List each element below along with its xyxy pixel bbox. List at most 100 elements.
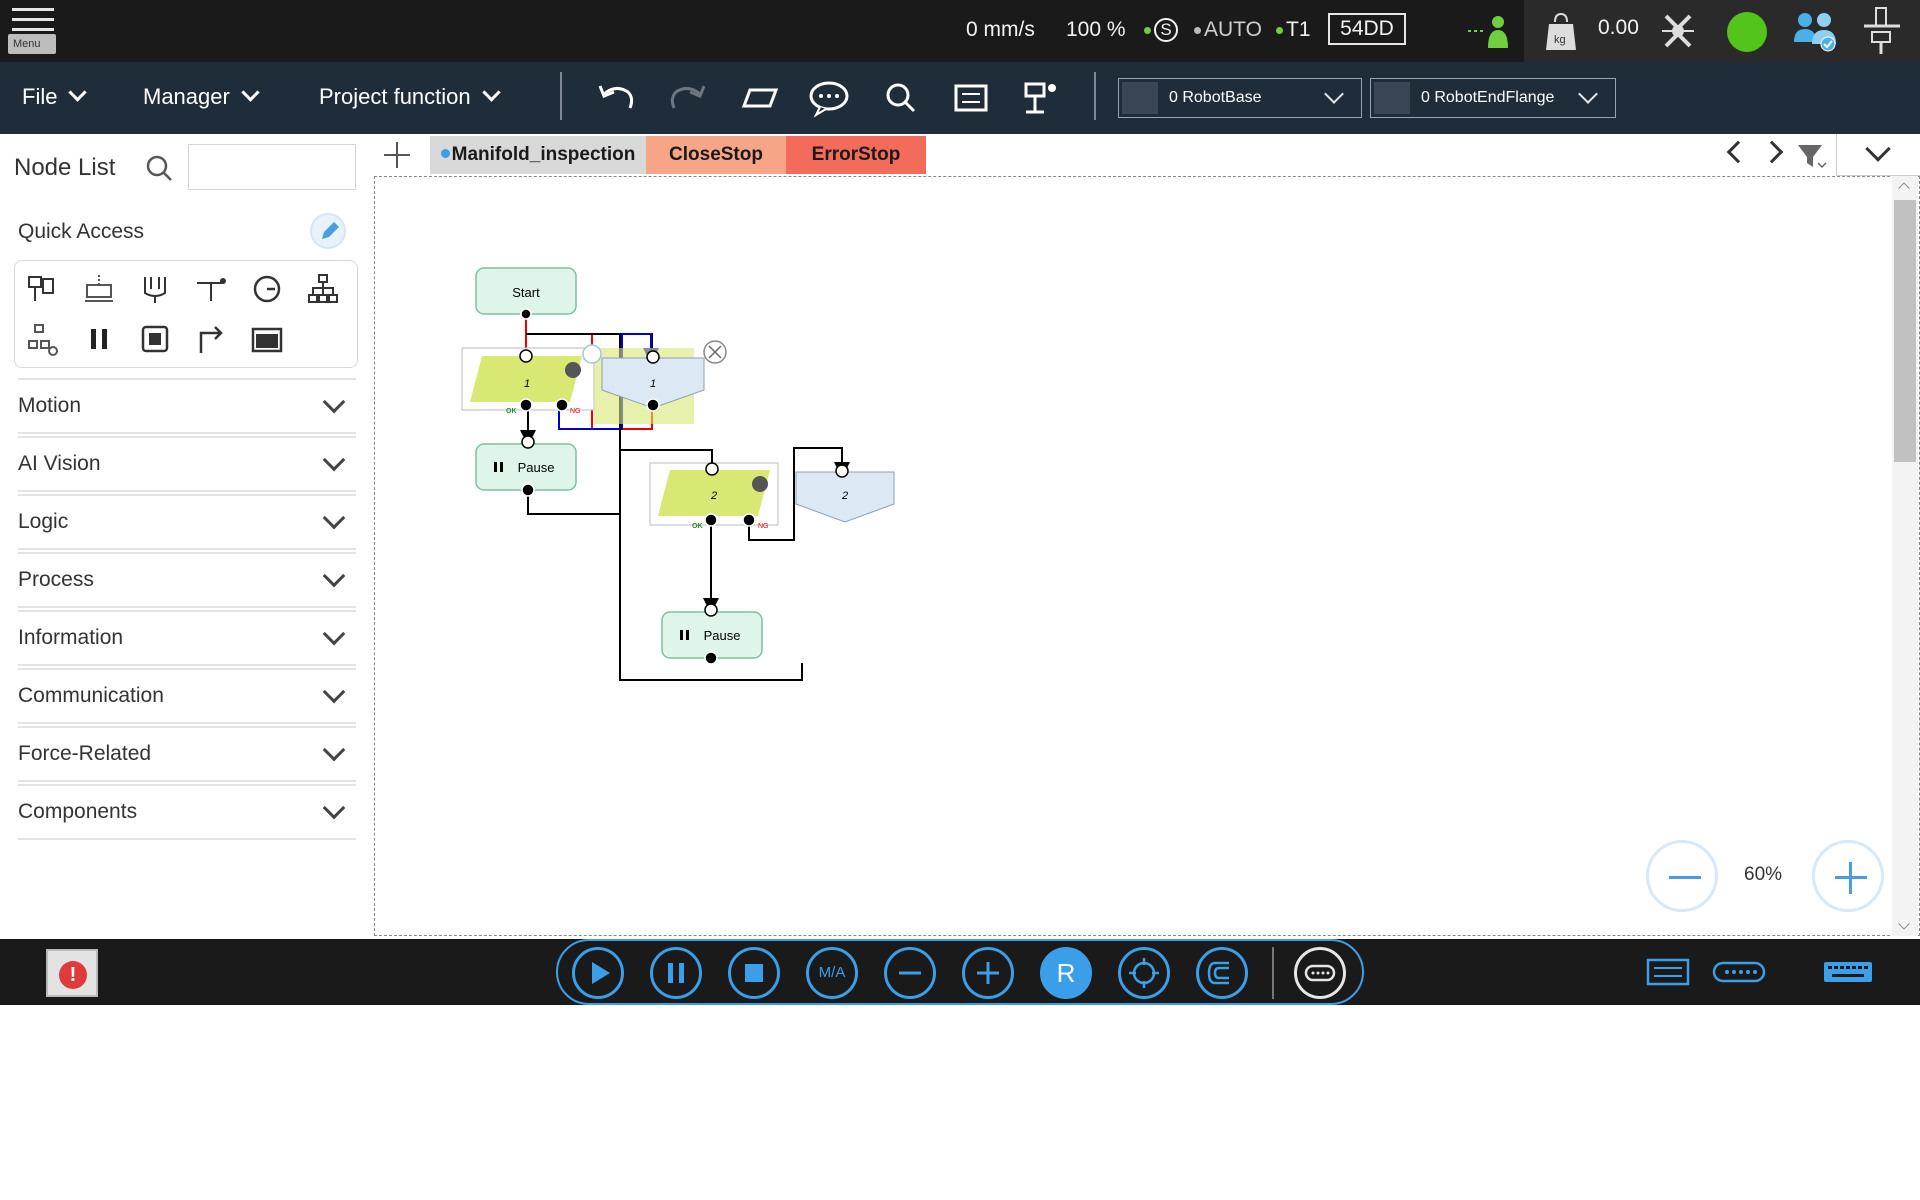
tab-next-icon[interactable] (1760, 140, 1784, 164)
robot-setting-button[interactable] (1020, 78, 1062, 118)
vision-node-2-number: 2 (710, 490, 717, 502)
search-icon[interactable] (145, 154, 173, 182)
safety-icon: S (1154, 18, 1178, 43)
speed-percent: 100 % (1066, 18, 1126, 41)
zoom-out-button[interactable] (1646, 840, 1718, 912)
menu-project-function[interactable]: Project function (319, 83, 501, 110)
vision-node-icon[interactable] (81, 271, 117, 307)
start-node[interactable]: Start (475, 267, 577, 320)
scrollbar-thumb[interactable] (1894, 200, 1916, 462)
redo-icon (670, 85, 706, 109)
collapse-tabs-button[interactable] (1836, 134, 1920, 176)
scroll-up-icon[interactable] (1898, 182, 1910, 194)
vision-node-1[interactable]: 1 OK NG (461, 347, 595, 415)
category-force-related[interactable]: Force-Related (18, 726, 356, 782)
chevron-down-icon (1865, 136, 1891, 162)
payload-unit: kg (1554, 34, 1566, 46)
decision-node-1[interactable]: 1 (601, 350, 705, 412)
node-list-panel: Node List Quick Access (0, 134, 372, 939)
redo-button[interactable] (666, 78, 708, 118)
stop-node-icon[interactable] (137, 321, 173, 357)
base-frame-select[interactable]: 0 RobotBase (1118, 78, 1362, 118)
search-button[interactable] (880, 78, 922, 118)
teach-point-button[interactable] (1118, 947, 1170, 999)
pause-node-2-label: Pause (704, 628, 741, 643)
tool-frame-select[interactable]: 0 RobotEndFlange (1370, 78, 1616, 118)
pause-button[interactable] (650, 947, 702, 999)
category-components[interactable]: Components (18, 784, 356, 840)
node-search-input[interactable] (188, 144, 356, 190)
edit-node-icon[interactable] (582, 344, 602, 364)
stop-button[interactable] (728, 947, 780, 999)
tab-errorstop[interactable]: ErrorStop (786, 136, 926, 174)
flow-canvas[interactable] (374, 176, 1920, 936)
variables-panel-button[interactable] (1646, 957, 1690, 987)
menu-divider (1094, 72, 1096, 120)
robot-status-indicator[interactable] (1727, 12, 1767, 52)
menu-manager[interactable]: Manager (143, 83, 260, 110)
pause-node-2[interactable]: Pause (661, 603, 763, 665)
menu-file[interactable]: File (22, 83, 88, 110)
vision-node-2[interactable]: 2 OK NG (649, 462, 779, 530)
ok-label: OK (506, 408, 517, 415)
io-panel-button[interactable] (1294, 947, 1346, 999)
variables-button[interactable] (950, 78, 992, 118)
tab-closestop[interactable]: CloseStop (646, 136, 786, 174)
io-icon (1304, 964, 1336, 982)
undo-button[interactable] (596, 78, 638, 118)
comment-button[interactable] (808, 78, 850, 118)
pause-node-1[interactable]: Pause (475, 435, 577, 497)
tab-prev-icon[interactable] (1726, 140, 1750, 164)
flow-diagram[interactable]: Start 1 OK NG 1 (374, 176, 1894, 936)
eraser-button[interactable] (738, 78, 780, 118)
decision-node-2[interactable]: 2 (795, 464, 895, 523)
add-tab-icon[interactable] (380, 138, 414, 172)
zoom-in-button[interactable] (1812, 840, 1884, 912)
gripper-control-button[interactable] (1196, 947, 1248, 999)
structure-node-icon[interactable] (305, 271, 341, 307)
category-label: Logic (18, 510, 69, 533)
io-monitor-button[interactable] (1712, 957, 1766, 987)
payload-weight-icon[interactable]: kg (1544, 10, 1578, 52)
tab-manifold-inspection[interactable]: Manifold_inspection (430, 136, 646, 174)
category-communication[interactable]: Communication (18, 668, 356, 724)
subflow-node-icon[interactable] (25, 321, 61, 357)
status-right-panel (1524, 0, 1920, 62)
robot-arm-icon[interactable] (1862, 6, 1902, 56)
category-motion[interactable]: Motion (18, 378, 356, 434)
play-button[interactable] (572, 947, 624, 999)
goto-node-icon[interactable] (193, 321, 229, 357)
filter-icon[interactable] (1796, 141, 1828, 171)
collision-detection-icon[interactable] (1658, 10, 1698, 52)
error-log-button[interactable]: ! (46, 949, 98, 997)
base-frame-icon (1122, 82, 1158, 114)
canvas-scrollbar[interactable] (1892, 176, 1918, 936)
chevron-down-icon (322, 390, 346, 414)
op-mode-indicator: T1 (1276, 16, 1311, 44)
move-node-icon[interactable] (25, 271, 61, 307)
category-logic[interactable]: Logic (18, 494, 356, 550)
manual-auto-button[interactable]: M/A (806, 947, 858, 999)
point-node-icon[interactable] (193, 271, 229, 307)
category-information[interactable]: Information (18, 610, 356, 666)
variables-panel-icon (1646, 958, 1690, 986)
keyboard-button[interactable] (1822, 957, 1874, 987)
reset-button[interactable]: R (1040, 947, 1092, 999)
menu-button[interactable]: Menu (8, 6, 58, 56)
user-login-icon[interactable] (1466, 12, 1512, 50)
op-mode-label: T1 (1286, 18, 1311, 41)
pause-node-icon[interactable] (81, 321, 117, 357)
display-node-icon[interactable] (249, 321, 285, 357)
speed-down-button[interactable] (884, 947, 936, 999)
scroll-down-icon[interactable] (1898, 918, 1910, 930)
speed-up-button[interactable] (962, 947, 1014, 999)
category-process[interactable]: Process (18, 552, 356, 608)
minus-icon (1669, 876, 1701, 879)
decision-node-1-number: 1 (650, 378, 656, 390)
users-group-icon[interactable] (1792, 10, 1838, 52)
quick-access-edit-button[interactable] (310, 213, 346, 249)
category-ai-vision[interactable]: AI Vision (18, 436, 356, 492)
chevron-down-icon (322, 738, 346, 762)
wait-node-icon[interactable] (249, 271, 285, 307)
gripper-node-icon[interactable] (137, 271, 173, 307)
